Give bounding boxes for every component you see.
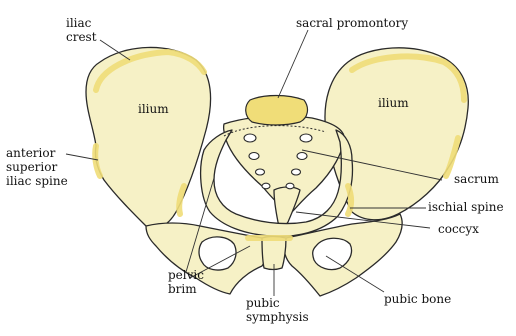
sacral-foramen	[286, 183, 294, 189]
ilium-right-label: ilium	[378, 96, 409, 110]
pelvic-brim-label: pelvic brim	[168, 268, 204, 296]
sacral-foramen	[249, 153, 259, 160]
sacral-promontory-leader	[278, 30, 308, 98]
sacral-foramen	[300, 134, 312, 142]
sacral-promontory-pad	[246, 96, 308, 126]
ilium-left-label: ilium	[138, 102, 169, 116]
coccyx-label: coccyx	[438, 222, 479, 236]
sacrum-label: sacrum	[454, 172, 499, 186]
sacral-foramen	[244, 134, 256, 142]
sacral-promontory-label: sacral promontory	[296, 16, 408, 30]
iliac-crest-label: iliac crest	[66, 16, 97, 44]
left-ischial-spine-highlight	[179, 186, 184, 214]
asis-label: anterior superior iliac spine	[6, 146, 68, 188]
pubic-bone-label: pubic bone	[384, 292, 451, 306]
sacral-foramen	[297, 153, 307, 160]
left-obturator-foramen	[199, 237, 236, 270]
sacral-foramen	[292, 169, 301, 175]
sacral-foramen	[262, 183, 270, 189]
ischial-spine-label: ischial spine	[428, 200, 504, 214]
bone-outlines	[86, 47, 468, 296]
pubic-symphysis-label: pubic symphysis	[246, 296, 309, 324]
sacral-foramen	[256, 169, 265, 175]
right-ischial-spine-highlight	[348, 186, 351, 214]
